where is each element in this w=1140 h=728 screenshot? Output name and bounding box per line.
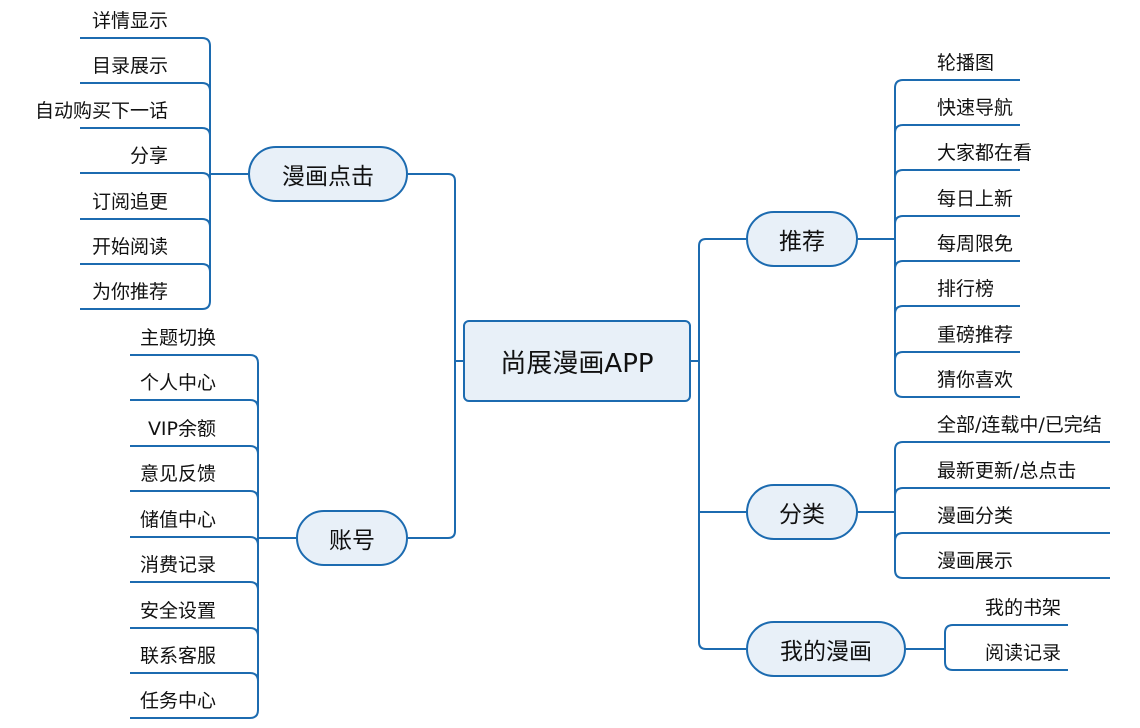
leaf-line-zhanghao-4 (130, 536, 259, 546)
leaf-tuijian-6: 重磅推荐 (937, 324, 1014, 346)
root-node: 尚展漫画APP (463, 320, 691, 402)
branch-zhanghao: 账号 (296, 510, 408, 566)
leaf-line-zhanghao-3 (130, 490, 259, 500)
leaf-line-fenlei-2 (894, 532, 1110, 542)
leaf-zhanghao-8: 任务中心 (139, 690, 216, 712)
leaf-zhanghao-1: 个人中心 (139, 372, 216, 394)
leaf-zhanghao-4: 储值中心 (139, 509, 216, 531)
spine-zhanghao (249, 354, 259, 719)
leaf-zhanghao-5: 消费记录 (139, 554, 216, 576)
leaf-zhanghao-2: VIP余额 (147, 418, 216, 440)
leaf-line-zhanghao-7 (130, 672, 259, 682)
root-right-connector (698, 238, 746, 650)
leaf-line-tuijian-4 (894, 260, 1020, 270)
leaf-line-tuijian-2 (894, 169, 1020, 179)
root-left-connector (408, 173, 456, 539)
spine-wode_manhua (944, 624, 954, 671)
leaf-tuijian-1: 快速导航 (937, 97, 1014, 119)
leaf-tuijian-0: 轮播图 (937, 52, 995, 74)
leaf-fenlei-2: 漫画分类 (937, 505, 1014, 527)
leaf-line-tuijian-1 (894, 124, 1020, 134)
leaf-line-tuijian-5 (894, 305, 1020, 315)
leaf-fenlei-3: 漫画展示 (937, 550, 1014, 572)
leaf-line-manhua_dianji-4 (80, 218, 211, 228)
branch-wode-manhua: 我的漫画 (746, 621, 906, 677)
leaf-zhanghao-6: 安全设置 (139, 600, 216, 622)
leaf-zhanghao-0: 主题切换 (139, 327, 216, 349)
leaf-zhanghao-7: 联系客服 (139, 645, 216, 667)
leaf-line-zhanghao-1 (130, 399, 259, 409)
leaf-line-manhua_dianji-2 (80, 127, 211, 137)
leaf-wode_manhua-0: 我的书架 (985, 597, 1062, 619)
leaf-manhua_dianji-4: 订阅追更 (91, 191, 168, 213)
leaf-line-manhua_dianji-3 (80, 172, 211, 182)
leaf-line-tuijian-3 (894, 215, 1020, 225)
branch-fenlei: 分类 (746, 484, 858, 540)
leaf-tuijian-3: 每日上新 (937, 188, 1014, 210)
leaf-manhua_dianji-1: 目录展示 (91, 55, 168, 77)
leaf-manhua_dianji-6: 为你推荐 (91, 281, 168, 303)
leaf-tuijian-4: 每周限免 (937, 233, 1014, 255)
leaf-line-zhanghao-6 (130, 627, 259, 637)
spine-fenlei (894, 441, 904, 579)
branch-tuijian: 推荐 (746, 211, 858, 267)
leaf-manhua_dianji-2: 自动购买下一话 (34, 100, 168, 122)
leaf-wode_manhua-1: 阅读记录 (985, 642, 1062, 664)
leaf-line-tuijian-6 (894, 351, 1020, 361)
leaf-tuijian-5: 排行榜 (937, 278, 995, 300)
leaf-line-zhanghao-2 (130, 445, 259, 455)
leaf-zhanghao-3: 意见反馈 (139, 463, 216, 485)
leaf-line-manhua_dianji-1 (80, 82, 211, 92)
leaf-manhua_dianji-5: 开始阅读 (91, 236, 168, 258)
leaf-fenlei-0: 全部/连载中/已完结 (937, 414, 1102, 436)
leaf-line-zhanghao-5 (130, 581, 259, 591)
leaf-line-fenlei-1 (894, 487, 1110, 497)
leaf-tuijian-2: 大家都在看 (937, 142, 1033, 164)
leaf-tuijian-7: 猜你喜欢 (937, 369, 1014, 391)
leaf-line-manhua_dianji-5 (80, 263, 211, 273)
leaf-manhua_dianji-0: 详情显示 (91, 10, 168, 32)
leaf-manhua_dianji-3: 分享 (129, 145, 168, 167)
branch-manhua-dianji: 漫画点击 (248, 146, 408, 202)
leaf-fenlei-1: 最新更新/总点击 (937, 460, 1077, 482)
